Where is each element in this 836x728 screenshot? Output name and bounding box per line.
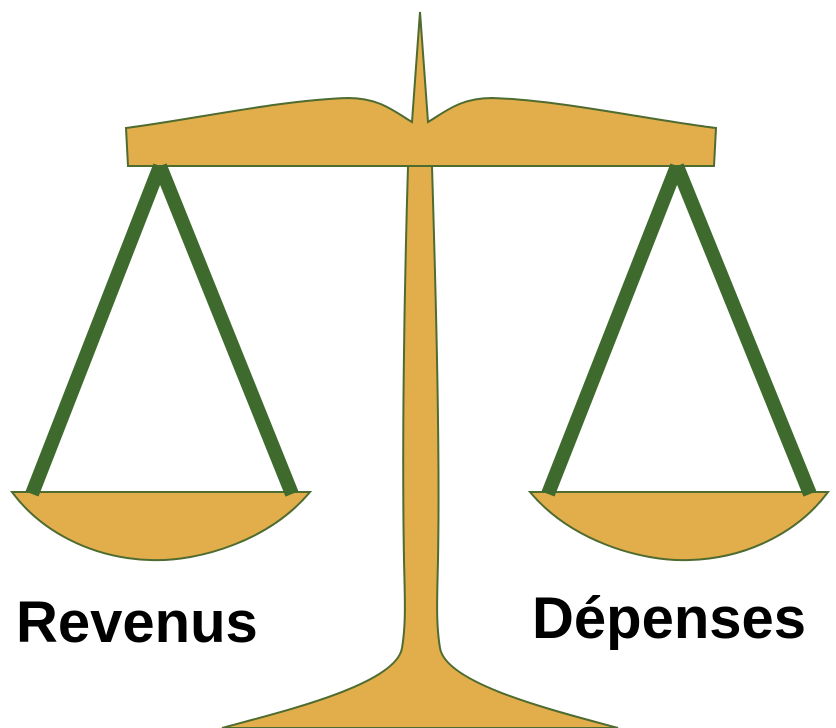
expenses-label: Dépenses	[532, 590, 806, 648]
left-cord-outer	[32, 166, 160, 494]
left-cord-inner	[160, 166, 292, 494]
scale-beam	[126, 12, 716, 166]
left-pan	[12, 492, 310, 560]
revenue-label: Revenus	[16, 594, 258, 652]
right-cord-inner	[677, 166, 810, 494]
right-pan	[530, 492, 828, 560]
right-cord-outer	[548, 166, 677, 494]
